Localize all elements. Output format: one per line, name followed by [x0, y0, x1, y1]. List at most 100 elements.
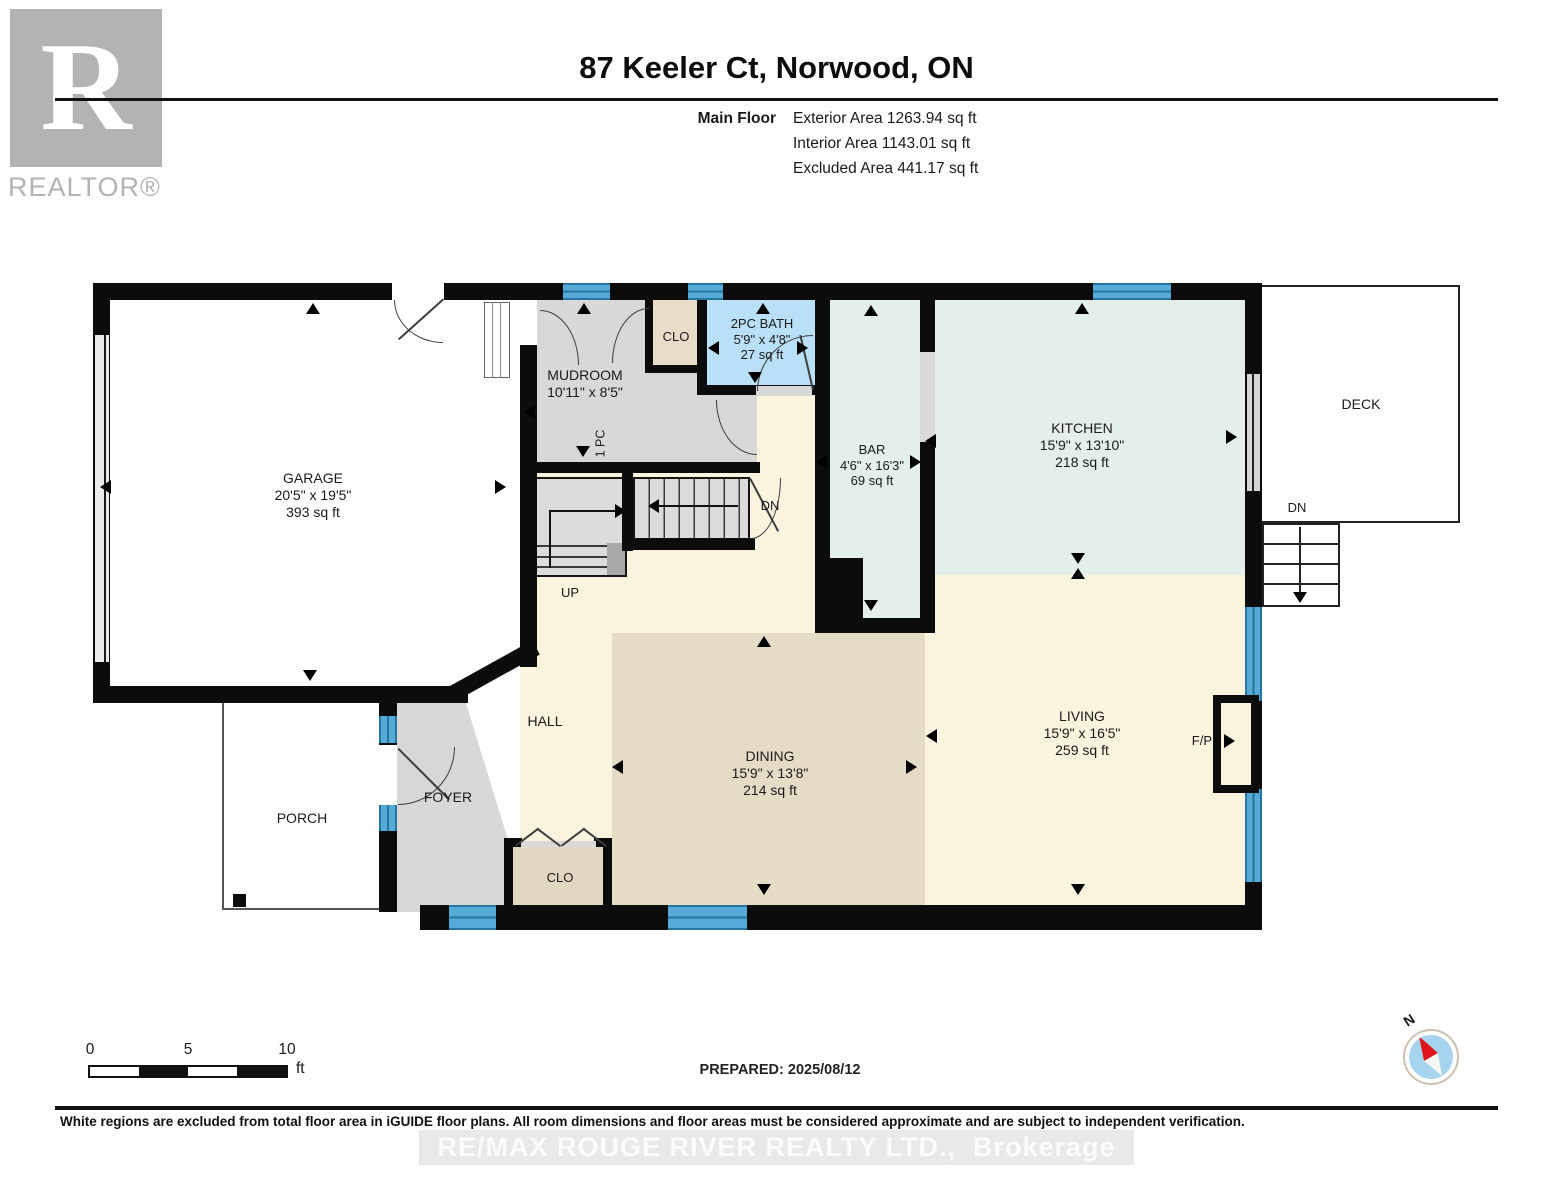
stair-tread	[530, 566, 609, 568]
dim-arrow	[1071, 884, 1085, 895]
dim-arrow	[576, 446, 590, 457]
scale-tick-5: 5	[183, 1041, 193, 1058]
stat-excluded: Excluded Area 441.17 sq ft	[793, 160, 979, 177]
wall-closet2-left	[504, 838, 513, 907]
room-label-dining: DINING 15'9" x 13'8" 214 sq ft	[731, 748, 809, 798]
porch-post	[233, 894, 246, 907]
wall-stairs-top	[520, 462, 760, 473]
prepared-date: PREPARED: 2025/08/12	[699, 1062, 861, 1078]
dim-arrow	[303, 670, 317, 681]
dn-arrow-line	[658, 505, 738, 507]
closet-bottom-floor	[512, 845, 610, 907]
realtor-wordmark: REALTOR®	[8, 172, 161, 202]
room-label-mudroom: MUDROOM 10'11" x 8'5"	[547, 367, 623, 400]
wall-closet2-nub-left	[504, 838, 522, 847]
living-floor	[925, 570, 1252, 910]
dim-arrow	[1226, 430, 1237, 444]
deck-stair-tread	[1264, 563, 1338, 565]
wall-closet2-right	[603, 838, 612, 907]
dim-arrow	[925, 434, 936, 448]
up-arrow-line	[549, 510, 617, 512]
wall-bath-left	[697, 283, 707, 395]
dim-arrow	[757, 636, 771, 647]
bath-door-threshold	[756, 386, 812, 396]
floor-label: Main Floor	[697, 110, 776, 127]
window	[668, 905, 747, 930]
closet-top-floor	[645, 295, 707, 372]
window	[379, 805, 397, 831]
dim-arrow	[748, 372, 762, 383]
window	[1245, 789, 1262, 882]
deck-stair-tread	[1264, 543, 1338, 545]
dim-arrow	[577, 303, 591, 314]
wall-bar-bottom	[828, 618, 935, 633]
brokerage-watermark-row: RE/MAX ROUGE RIVER REALTY LTD., Brokerag…	[0, 1130, 1553, 1165]
window	[1093, 283, 1171, 300]
fireplace	[1213, 695, 1259, 793]
wall-garage-bottom	[93, 686, 468, 703]
page-title: 87 Keeler Ct, Norwood, ON	[579, 50, 974, 85]
room-label-bar: BAR 4'6" x 16'3" 69 sq ft	[839, 442, 905, 489]
wall-mudroom-left	[520, 345, 537, 667]
room-label-foyer: FOYER	[423, 789, 473, 805]
compass-north-label: N	[1400, 1010, 1418, 1030]
footer-rule	[55, 1106, 1498, 1110]
stair-tread	[530, 545, 609, 547]
label-dn-deck: DN	[1287, 500, 1307, 515]
wall-bar-right	[920, 283, 935, 633]
room-label-clo-bottom: CLO	[546, 870, 574, 885]
wall-bottom	[420, 905, 1262, 930]
room-label-kitchen: KITCHEN 15'9" x 13'10" 218 sq ft	[1039, 420, 1125, 470]
dim-arrow	[926, 729, 937, 743]
wall-stairs-bottom	[622, 538, 755, 550]
dim-arrow	[1071, 568, 1085, 579]
wall-top	[93, 283, 1262, 300]
front-door-gap	[379, 745, 397, 805]
dim-arrow	[708, 341, 719, 355]
wall-closet-bottom	[645, 365, 707, 373]
room-label-clo-top: CLO	[662, 329, 690, 344]
dim-arrow	[864, 305, 878, 316]
deck-stair-arrow	[1293, 592, 1307, 603]
wall-closet-left	[645, 295, 653, 372]
porch-area	[222, 703, 379, 910]
up-arrow-line	[549, 510, 551, 568]
window	[563, 283, 610, 300]
compass-icon	[1403, 1029, 1459, 1085]
dim-arrow	[524, 405, 535, 419]
stat-interior: Interior Area 1143.01 sq ft	[793, 135, 971, 152]
dining-floor	[612, 633, 925, 905]
stat-exterior: Exterior Area 1263.94 sq ft	[793, 110, 977, 127]
dim-arrow	[612, 760, 623, 774]
footer-disclaimer: White regions are excluded from total fl…	[60, 1114, 1245, 1129]
label-up: UP	[560, 585, 580, 600]
compass-needle	[1409, 1035, 1453, 1079]
garage-entry-door-line	[492, 302, 493, 378]
realtor-logo: R	[10, 9, 162, 167]
window	[449, 905, 496, 930]
garage-entry-door-line	[500, 302, 501, 378]
dim-arrow	[910, 455, 921, 469]
garage-service-door-gap	[392, 283, 444, 300]
label-1pc: 1 PC	[593, 429, 608, 458]
dim-arrow	[1075, 303, 1089, 314]
dim-arrow	[816, 455, 827, 469]
deck-stair-arrow-line	[1299, 527, 1301, 593]
mudroom-door-gap	[520, 300, 537, 345]
bar-pass-through	[920, 352, 935, 442]
room-label-hall: HALL	[527, 713, 563, 729]
compass-face	[1409, 1035, 1453, 1079]
dim-arrow	[756, 303, 770, 314]
window	[1245, 607, 1262, 701]
dim-arrow	[306, 303, 320, 314]
realtor-logo-letter: R	[40, 18, 132, 157]
dim-arrow	[906, 760, 917, 774]
dim-arrow	[757, 884, 771, 895]
garage-door	[95, 335, 109, 662]
room-label-living: LIVING 15'9" x 16'5" 259 sq ft	[1043, 708, 1121, 758]
window	[688, 283, 723, 300]
room-label-bath: 2PC BATH 5'9" x 4'8" 27 sq ft	[730, 316, 794, 363]
scale-tick-0: 0	[85, 1041, 95, 1058]
room-label-deck: DECK	[1341, 396, 1381, 412]
scale-bar	[88, 1065, 288, 1078]
